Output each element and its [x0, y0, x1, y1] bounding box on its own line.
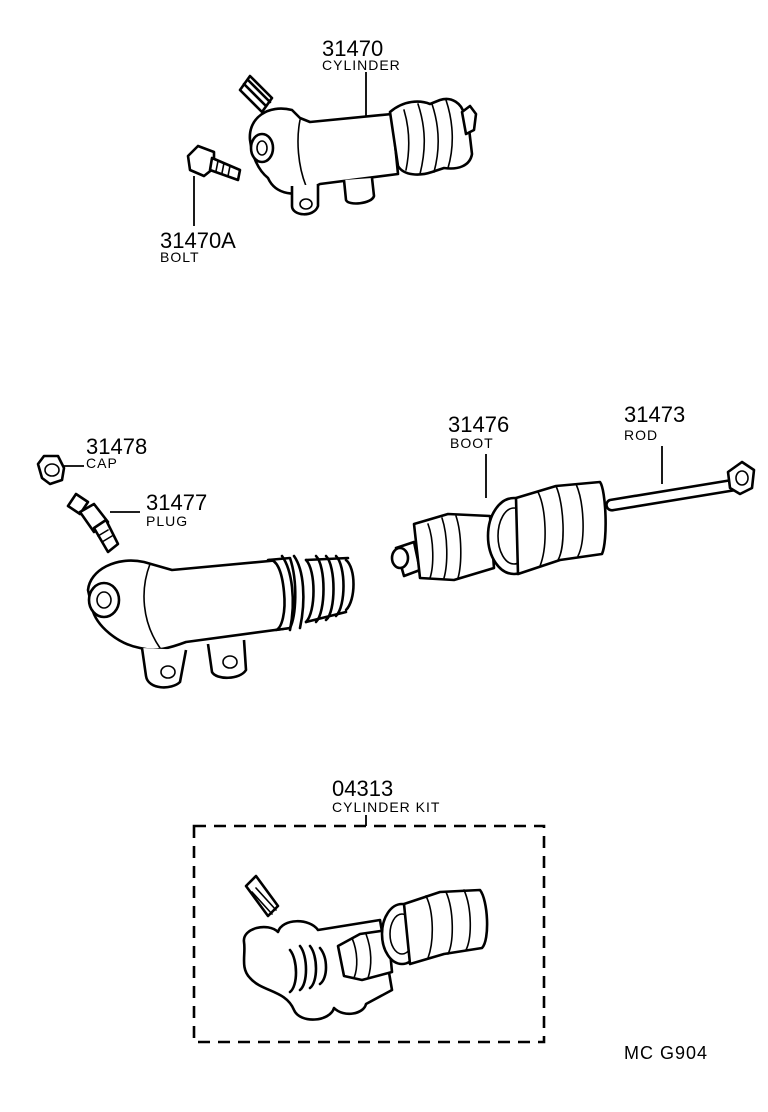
boot-part-name: BOOT [450, 435, 494, 451]
kit-part-name: CYLINDER KIT [332, 799, 441, 815]
cylinder-part-number: 31470 [322, 36, 384, 61]
bolt-drawing [186, 144, 242, 182]
boot-drawing [486, 480, 607, 576]
rod-drawing [605, 460, 756, 512]
rod-part-number: 31473 [624, 402, 686, 427]
cylinder-body-drawing [86, 554, 355, 689]
plug-part-name: PLUG [146, 513, 189, 529]
boot-part-number: 31476 [448, 412, 510, 437]
cylinder-part-name: CYLINDER [322, 57, 401, 73]
rod-part-name: ROD [624, 427, 659, 443]
plug-part-number: 31477 [146, 490, 208, 515]
figure-code: MC G904 [624, 1043, 709, 1063]
cap-part-name: CAP [86, 455, 118, 471]
kit-part-number: 04313 [332, 776, 394, 801]
cylinder-assembly-drawing [238, 74, 478, 216]
bolt-part-name: BOLT [160, 249, 200, 265]
cap-part-number: 31478 [86, 434, 148, 459]
kit-dashed-frame [192, 824, 546, 1044]
piston-drawing [390, 512, 496, 582]
bolt-part-number: 31470A [160, 228, 236, 253]
plug-drawing [66, 492, 120, 554]
cylinder-kit-drawing [242, 874, 489, 1021]
cap-drawing [36, 454, 66, 486]
